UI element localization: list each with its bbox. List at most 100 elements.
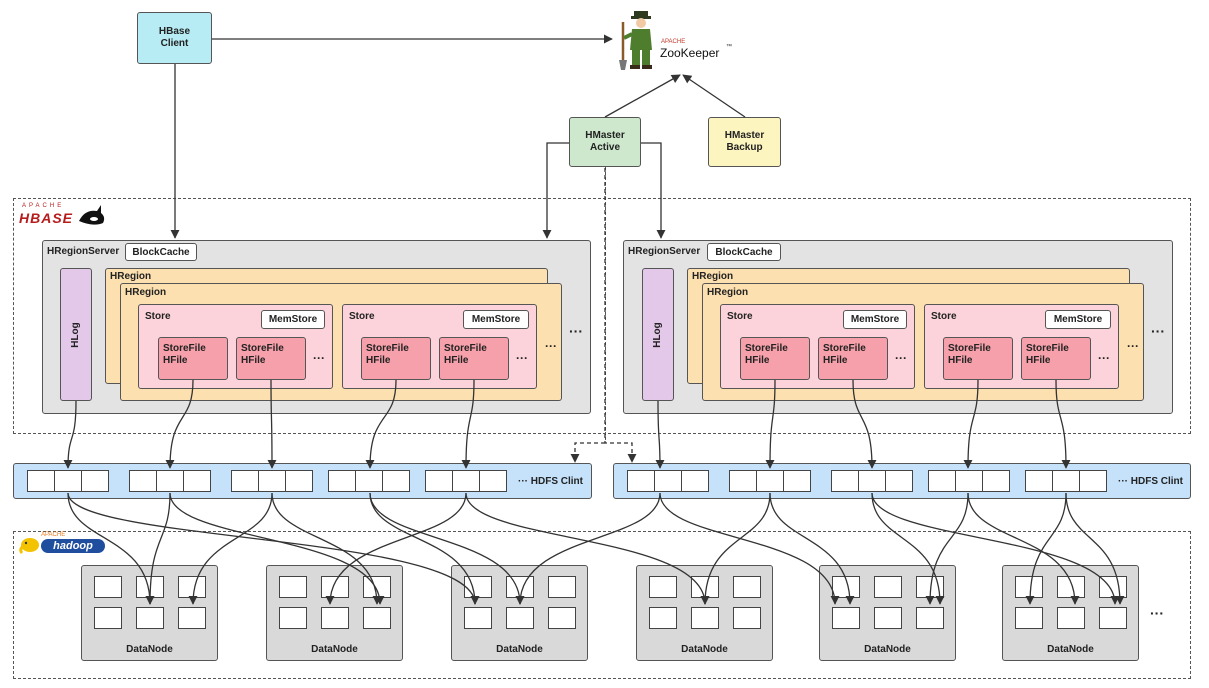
- hadoop-logo-apache: APACHE: [41, 532, 66, 538]
- hmaster-active-label-line1: HMaster: [585, 130, 625, 141]
- hmaster-active-box[interactable]: HMaster Active: [569, 117, 641, 167]
- storefile-left-2b[interactable]: [439, 337, 509, 380]
- hregion-right-ellipsis: ···: [1151, 323, 1165, 339]
- zookeeper-apache-text: APACHE: [661, 39, 686, 45]
- hregion-left-ellipsis: ···: [569, 323, 583, 339]
- hdfs-to-datanode-arrow: [700, 492, 771, 605]
- store-left-2-title: Store: [349, 311, 375, 322]
- hdfs-to-datanode-arrow: [967, 492, 1080, 605]
- hregion-right-back-title: HRegion: [692, 271, 734, 282]
- hmaster-active-label-line2: Active: [589, 142, 620, 153]
- datanode-label: DataNode: [1047, 644, 1094, 655]
- datanode-block-cell: [733, 576, 761, 598]
- storefile-right-2b-line2: HFile: [1026, 355, 1051, 366]
- hdfs-block-cell: [885, 470, 913, 492]
- datanode-block-cell: [874, 576, 902, 598]
- storefile-left-2a[interactable]: [361, 337, 431, 380]
- store-left-1-title: Store: [145, 311, 171, 322]
- storefile-to-hdfs-arrow: [1055, 379, 1071, 469]
- store-left-2-ellipsis: ···: [516, 351, 528, 365]
- datanode-label: DataNode: [311, 644, 358, 655]
- datanode-block-cell: [321, 607, 349, 629]
- hadoop-logo: APACHE hadoop: [19, 532, 111, 556]
- storefile-to-hdfs-arrow: [267, 379, 277, 469]
- hregion-right-front-title: HRegion: [707, 287, 749, 298]
- datanode-block-cell: [548, 576, 576, 598]
- hdfs-to-datanode-arrow: [871, 492, 1120, 605]
- storefile-left-1a[interactable]: [158, 337, 228, 380]
- datanode-label: DataNode: [496, 644, 543, 655]
- memstore-right-2[interactable]: MemStore: [1045, 310, 1111, 329]
- blockcache-right[interactable]: BlockCache: [707, 243, 781, 261]
- store-left-1-ellipsis: ···: [313, 351, 325, 365]
- storefile-left-1a-line1: StoreFile: [163, 343, 206, 354]
- storefile-to-hdfs-arrow: [655, 400, 665, 469]
- datanode-label: DataNode: [681, 644, 728, 655]
- storefile-left-2b-line2: HFile: [444, 355, 469, 366]
- blockcache-left[interactable]: BlockCache: [125, 243, 197, 261]
- hmaster-backup-label-line2: Backup: [726, 142, 763, 153]
- region-server-right-title: HRegionServer: [628, 246, 701, 257]
- hdfs-block-cell: [982, 470, 1010, 492]
- storefile-right-1b[interactable]: [818, 337, 888, 380]
- storefile-right-2a-line1: StoreFile: [948, 343, 991, 354]
- datanode-block-cell: [874, 607, 902, 629]
- storefile-right-2b[interactable]: [1021, 337, 1091, 380]
- hdfs-to-datanode-arrow: [1065, 492, 1125, 605]
- storefile-right-2a[interactable]: [943, 337, 1013, 380]
- zookeeper-tm-text: ™: [726, 44, 732, 50]
- datanode-block-cell: [1099, 607, 1127, 629]
- hdfs-block-cell: [81, 470, 109, 492]
- elephant-icon: [19, 538, 39, 554]
- datanode-block-cell: [649, 576, 677, 598]
- hmaster-backup-label-line1: HMaster: [724, 130, 765, 141]
- hlog-right[interactable]: HLog: [642, 268, 674, 401]
- zookeeper-logo: APACHE ZooKeeper ™: [612, 8, 737, 74]
- master-to-left-server-arrow: [542, 142, 569, 239]
- master-to-hdfs-dashed-arrow: [570, 442, 605, 463]
- storefile-right-1a-line2: HFile: [745, 355, 770, 366]
- region-server-left-title: HRegionServer: [47, 246, 120, 257]
- hdfs-to-datanode-arrow: [325, 492, 467, 605]
- hdfs-block-cell: [285, 470, 313, 492]
- hbase-cluster-container: [13, 198, 1191, 434]
- hmaster-backup-box[interactable]: HMaster Backup: [708, 117, 781, 167]
- storefile-right-2a-line2: HFile: [948, 355, 973, 366]
- datanode-block-cell: [178, 607, 206, 629]
- hbase-client-box[interactable]: HBase Client: [137, 12, 212, 64]
- storefile-left-1b-line1: StoreFile: [241, 343, 284, 354]
- storefile-right-1b-line2: HFile: [823, 355, 848, 366]
- storefile-left-1b[interactable]: [236, 337, 306, 380]
- backup-master-to-zookeeper-arrow: [682, 74, 746, 118]
- hdfs-to-datanode-arrow: [188, 492, 273, 605]
- datanode-label: DataNode: [126, 644, 173, 655]
- hdfs-to-datanode-arrow: [925, 492, 969, 605]
- storefile-right-1a-line1: StoreFile: [745, 343, 788, 354]
- datanode-block-cell: [94, 576, 122, 598]
- hdfs-to-datanode-arrow: [515, 492, 661, 605]
- hregion-left-back-title: HRegion: [110, 271, 152, 282]
- store-right-1-ellipsis: ···: [895, 351, 907, 365]
- hdfs-block-cell: [681, 470, 709, 492]
- storefile-right-1b-line1: StoreFile: [823, 343, 866, 354]
- storefile-right-2b-line1: StoreFile: [1026, 343, 1069, 354]
- hdfs-block-cell: [1079, 470, 1107, 492]
- memstore-left-2[interactable]: MemStore: [463, 310, 529, 329]
- datanode-block-cell: [691, 607, 719, 629]
- region-left-store-ellipsis: ···: [545, 339, 557, 353]
- hlog-left[interactable]: HLog: [60, 268, 92, 401]
- datanode-block-cell: [548, 607, 576, 629]
- hdfs-to-datanode-arrow: [871, 492, 945, 605]
- store-right-2-ellipsis: ···: [1098, 351, 1110, 365]
- memstore-right-1[interactable]: MemStore: [843, 310, 907, 329]
- datanode-more-ellipsis: ···: [1150, 605, 1164, 621]
- master-to-right-server-arrow: [641, 142, 666, 239]
- zookeeper-name-text: ZooKeeper: [660, 46, 720, 60]
- storefile-right-1a[interactable]: [740, 337, 810, 380]
- datanode-block-cell: [94, 607, 122, 629]
- datanode-block-cell: [649, 607, 677, 629]
- zookeeper-keeper-icon: [619, 11, 652, 70]
- storefile-left-1b-line2: HFile: [241, 355, 266, 366]
- memstore-left-1[interactable]: MemStore: [261, 310, 325, 329]
- hdfs-client-left-label: ··· HDFS Clint: [518, 476, 583, 487]
